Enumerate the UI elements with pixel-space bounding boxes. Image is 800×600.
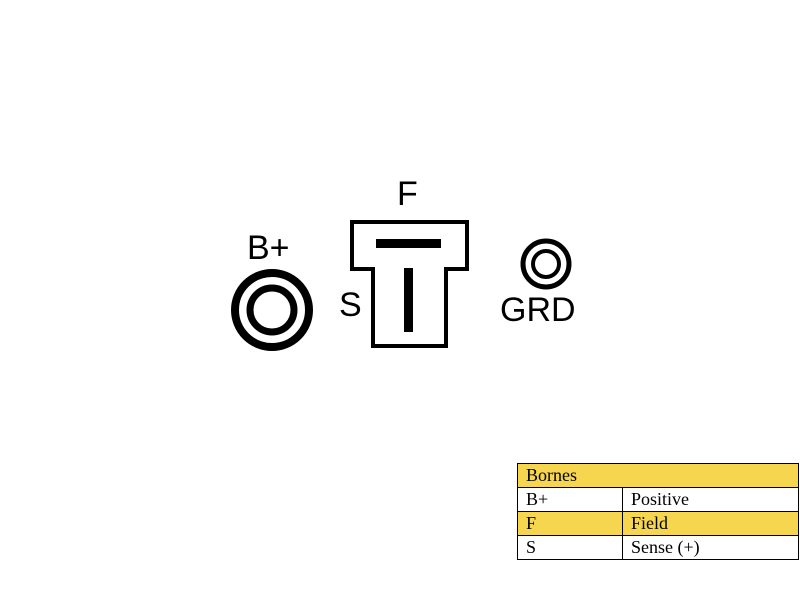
legend-code: F [517, 511, 623, 536]
terminal-legend-table: Bornes B+ Positive F Field S Sense (+) [517, 463, 799, 560]
b-plus-label: B+ [247, 229, 290, 267]
legend-row: B+ Positive [517, 487, 799, 512]
field-label: F [397, 175, 418, 213]
legend-header-row: Bornes [517, 463, 799, 488]
ground-terminal-outer [520, 238, 572, 290]
field-pin [376, 239, 441, 248]
legend-row: F Field [517, 511, 799, 536]
sense-label: S [339, 286, 362, 324]
legend-code: B+ [517, 487, 623, 512]
ground-terminal-inner [531, 249, 561, 279]
legend-code: S [517, 535, 623, 560]
legend-row: S Sense (+) [517, 535, 799, 560]
sense-pin [404, 268, 413, 332]
ground-label: GRD [500, 291, 576, 329]
legend-description: Sense (+) [622, 535, 799, 560]
b-plus-terminal-inner [246, 284, 298, 336]
legend-description: Positive [622, 487, 799, 512]
legend-title: Bornes [517, 463, 799, 488]
plug-connector-outline [350, 220, 469, 348]
legend-description: Field [622, 511, 799, 536]
b-plus-terminal-outer [231, 269, 313, 351]
